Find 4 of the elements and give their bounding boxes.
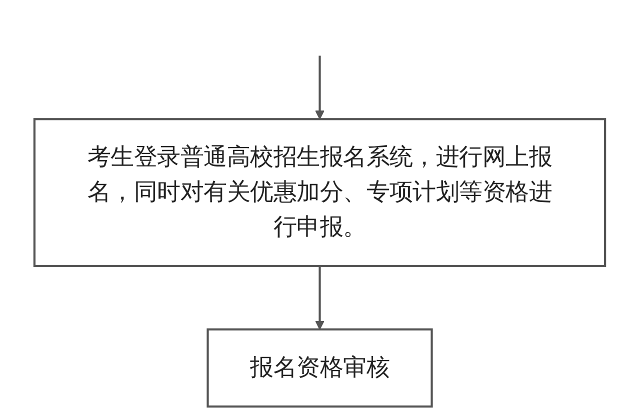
arrow bbox=[315, 56, 325, 120]
node-box: 报名资格审核 bbox=[206, 328, 434, 408]
arrow bbox=[315, 266, 325, 330]
node-box: 考生登录普通高校招生报名系统，进行网上报名，同时对有关优惠加分、专项计划等资格进行申报。 bbox=[34, 118, 606, 268]
